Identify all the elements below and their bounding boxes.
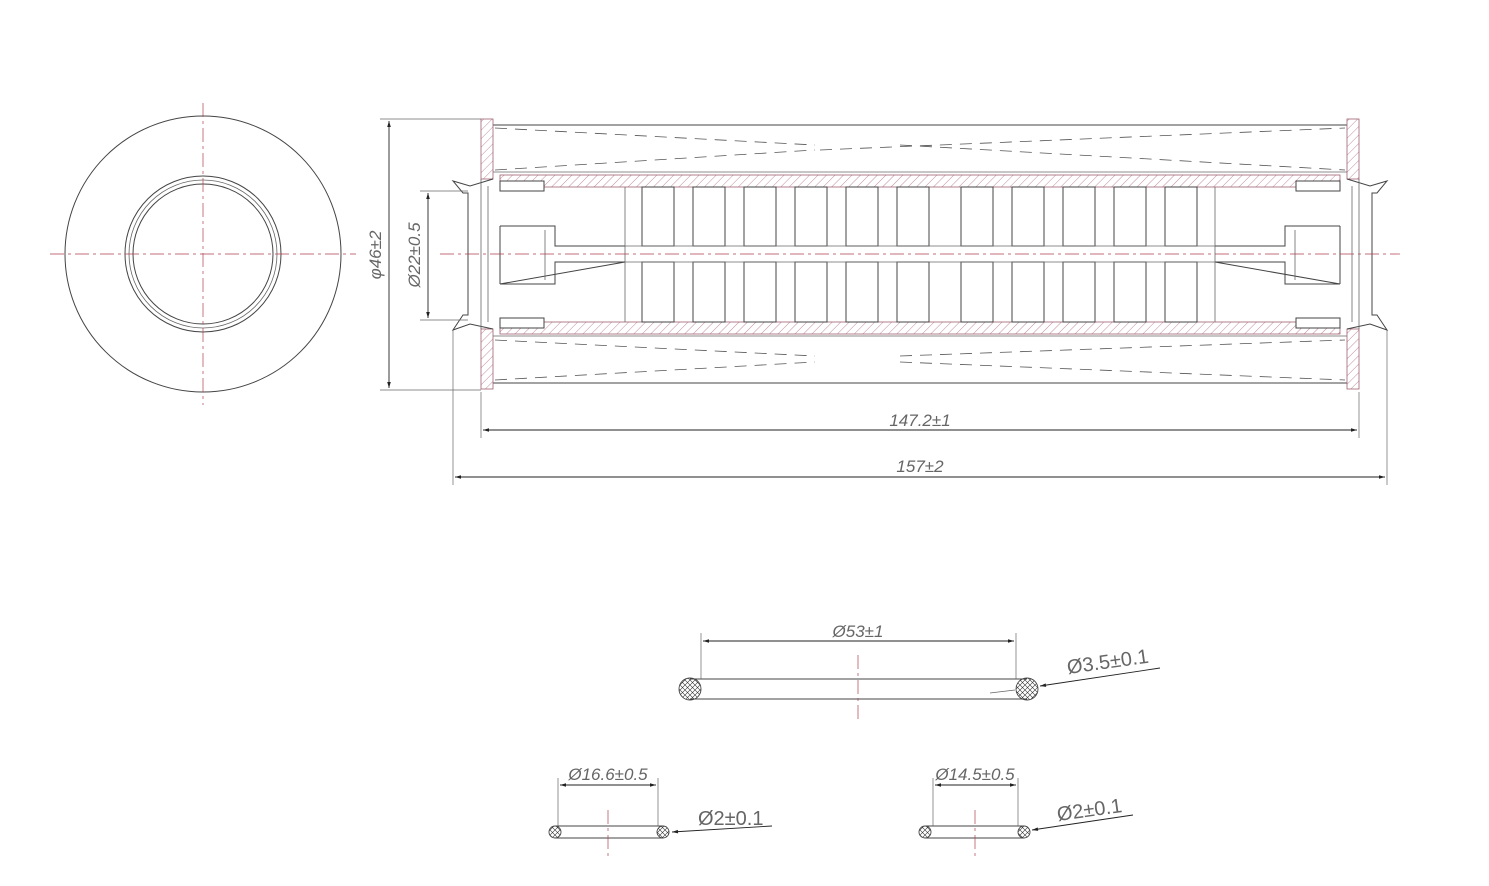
perforation-window bbox=[1113, 186, 1147, 247]
perforation-window bbox=[1164, 261, 1198, 323]
total-length-label: 157±2 bbox=[896, 457, 944, 476]
perforation-window bbox=[692, 186, 726, 247]
perforation-window bbox=[641, 261, 675, 323]
perforation-window bbox=[1062, 261, 1096, 323]
large-ring-diameter-label: Ø53±1 bbox=[832, 622, 884, 641]
perforation-window bbox=[845, 186, 879, 247]
perforation-window bbox=[1113, 261, 1147, 323]
perforation-window bbox=[692, 261, 726, 323]
perforation-window bbox=[794, 261, 828, 323]
small-ring-b-diameter-label: Ø14.5±0.5 bbox=[934, 765, 1015, 784]
core-perforations bbox=[624, 186, 1216, 323]
large-ring-right-section bbox=[1015, 677, 1039, 701]
perforation-window bbox=[960, 186, 994, 247]
core-tube-top bbox=[499, 174, 1341, 188]
perforation-window bbox=[960, 261, 994, 323]
perforation-window bbox=[641, 186, 675, 247]
left-core-plug bbox=[499, 225, 626, 285]
perforation-window bbox=[896, 186, 930, 247]
core-tube-bottom bbox=[499, 321, 1341, 335]
perforation-window bbox=[1062, 186, 1096, 247]
small-ring-a-section-label: Ø2±0.1 bbox=[698, 808, 763, 830]
large-o-ring: Ø53±1 Ø3.5±0.1 bbox=[678, 622, 1161, 722]
large-ring-section-label: Ø3.5±0.1 bbox=[1066, 646, 1150, 679]
perforation-window bbox=[845, 261, 879, 323]
right-end-cap-top bbox=[1346, 118, 1360, 180]
inner-diameter-label: Ø22±0.5 bbox=[405, 222, 424, 289]
end-view bbox=[50, 103, 356, 405]
small-o-ring-a: Ø16.6±0.5 Ø2±0.1 bbox=[548, 765, 773, 856]
small-ring-b-section-label: Ø2±0.1 bbox=[1056, 795, 1124, 826]
left-end-cap-top bbox=[480, 118, 494, 180]
dimensions: φ46±2 Ø22±0.5 147.2±1 157±2 bbox=[366, 118, 1388, 485]
right-end-cap-bottom bbox=[1346, 328, 1360, 390]
perforation-window bbox=[1011, 261, 1045, 323]
right-seal-lip bbox=[1346, 178, 1389, 331]
left-seal-lip bbox=[451, 178, 494, 331]
large-ring-left-section bbox=[678, 677, 702, 701]
perforation-window bbox=[743, 186, 777, 247]
left-end-cap-bottom bbox=[480, 328, 494, 390]
perforation-window bbox=[1164, 186, 1198, 247]
perforation-window bbox=[896, 261, 930, 323]
small-o-ring-b: Ø14.5±0.5 Ø2±0.1 bbox=[918, 765, 1134, 856]
perforation-window bbox=[1011, 186, 1045, 247]
small-ring-a-diameter-label: Ø16.6±0.5 bbox=[567, 765, 648, 784]
right-core-plug bbox=[1214, 225, 1341, 285]
perforation-window bbox=[794, 186, 828, 247]
perforation-window bbox=[743, 261, 777, 323]
outer-diameter-label: φ46±2 bbox=[366, 230, 385, 279]
body-length-label: 147.2±1 bbox=[889, 411, 950, 430]
section-view bbox=[440, 118, 1400, 390]
